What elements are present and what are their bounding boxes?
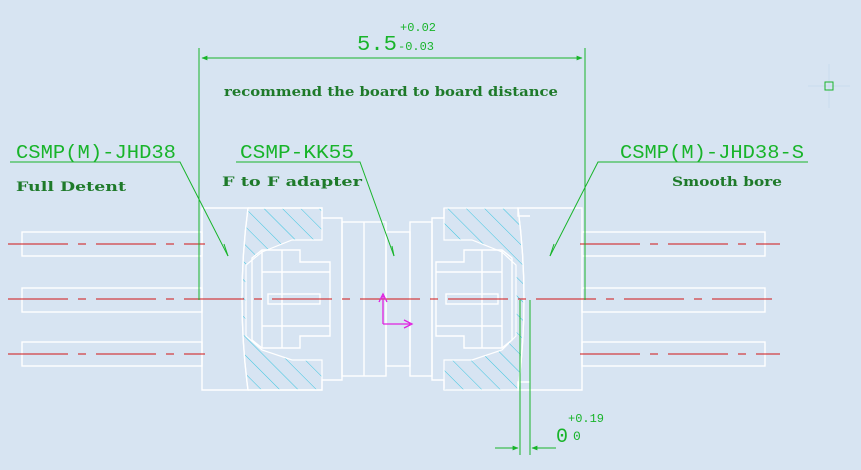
part-desc-left: Full Detent <box>16 180 126 195</box>
crosshair-cursor-icon <box>808 64 850 108</box>
connector-outlines <box>21 207 766 391</box>
board-distance-note: recommend the board to board distance <box>224 85 558 100</box>
dim-bottom-nominal: 0 <box>556 426 568 449</box>
dim-top-lower: -0.03 <box>398 40 434 54</box>
dim-top-upper: +0.02 <box>400 21 436 35</box>
center-lines <box>8 243 780 355</box>
part-desc-center: F to F adapter <box>222 175 362 190</box>
dim-bottom-upper: +0.19 <box>568 412 604 426</box>
part-code-center: CSMP-KK55 <box>240 142 354 164</box>
part-desc-right: Smooth bore <box>672 175 782 190</box>
bottom-dimension <box>495 300 556 455</box>
dim-top-nominal: 5.5 <box>357 34 397 57</box>
part-code-left: CSMP(M)-JHD38 <box>16 142 176 164</box>
part-code-right: CSMP(M)-JHD38-S <box>620 142 804 164</box>
top-dimension <box>198 48 586 300</box>
dim-bottom-lower: 0 <box>573 429 581 444</box>
ucs-axis-icon <box>378 292 414 329</box>
leader-lines <box>10 161 808 257</box>
